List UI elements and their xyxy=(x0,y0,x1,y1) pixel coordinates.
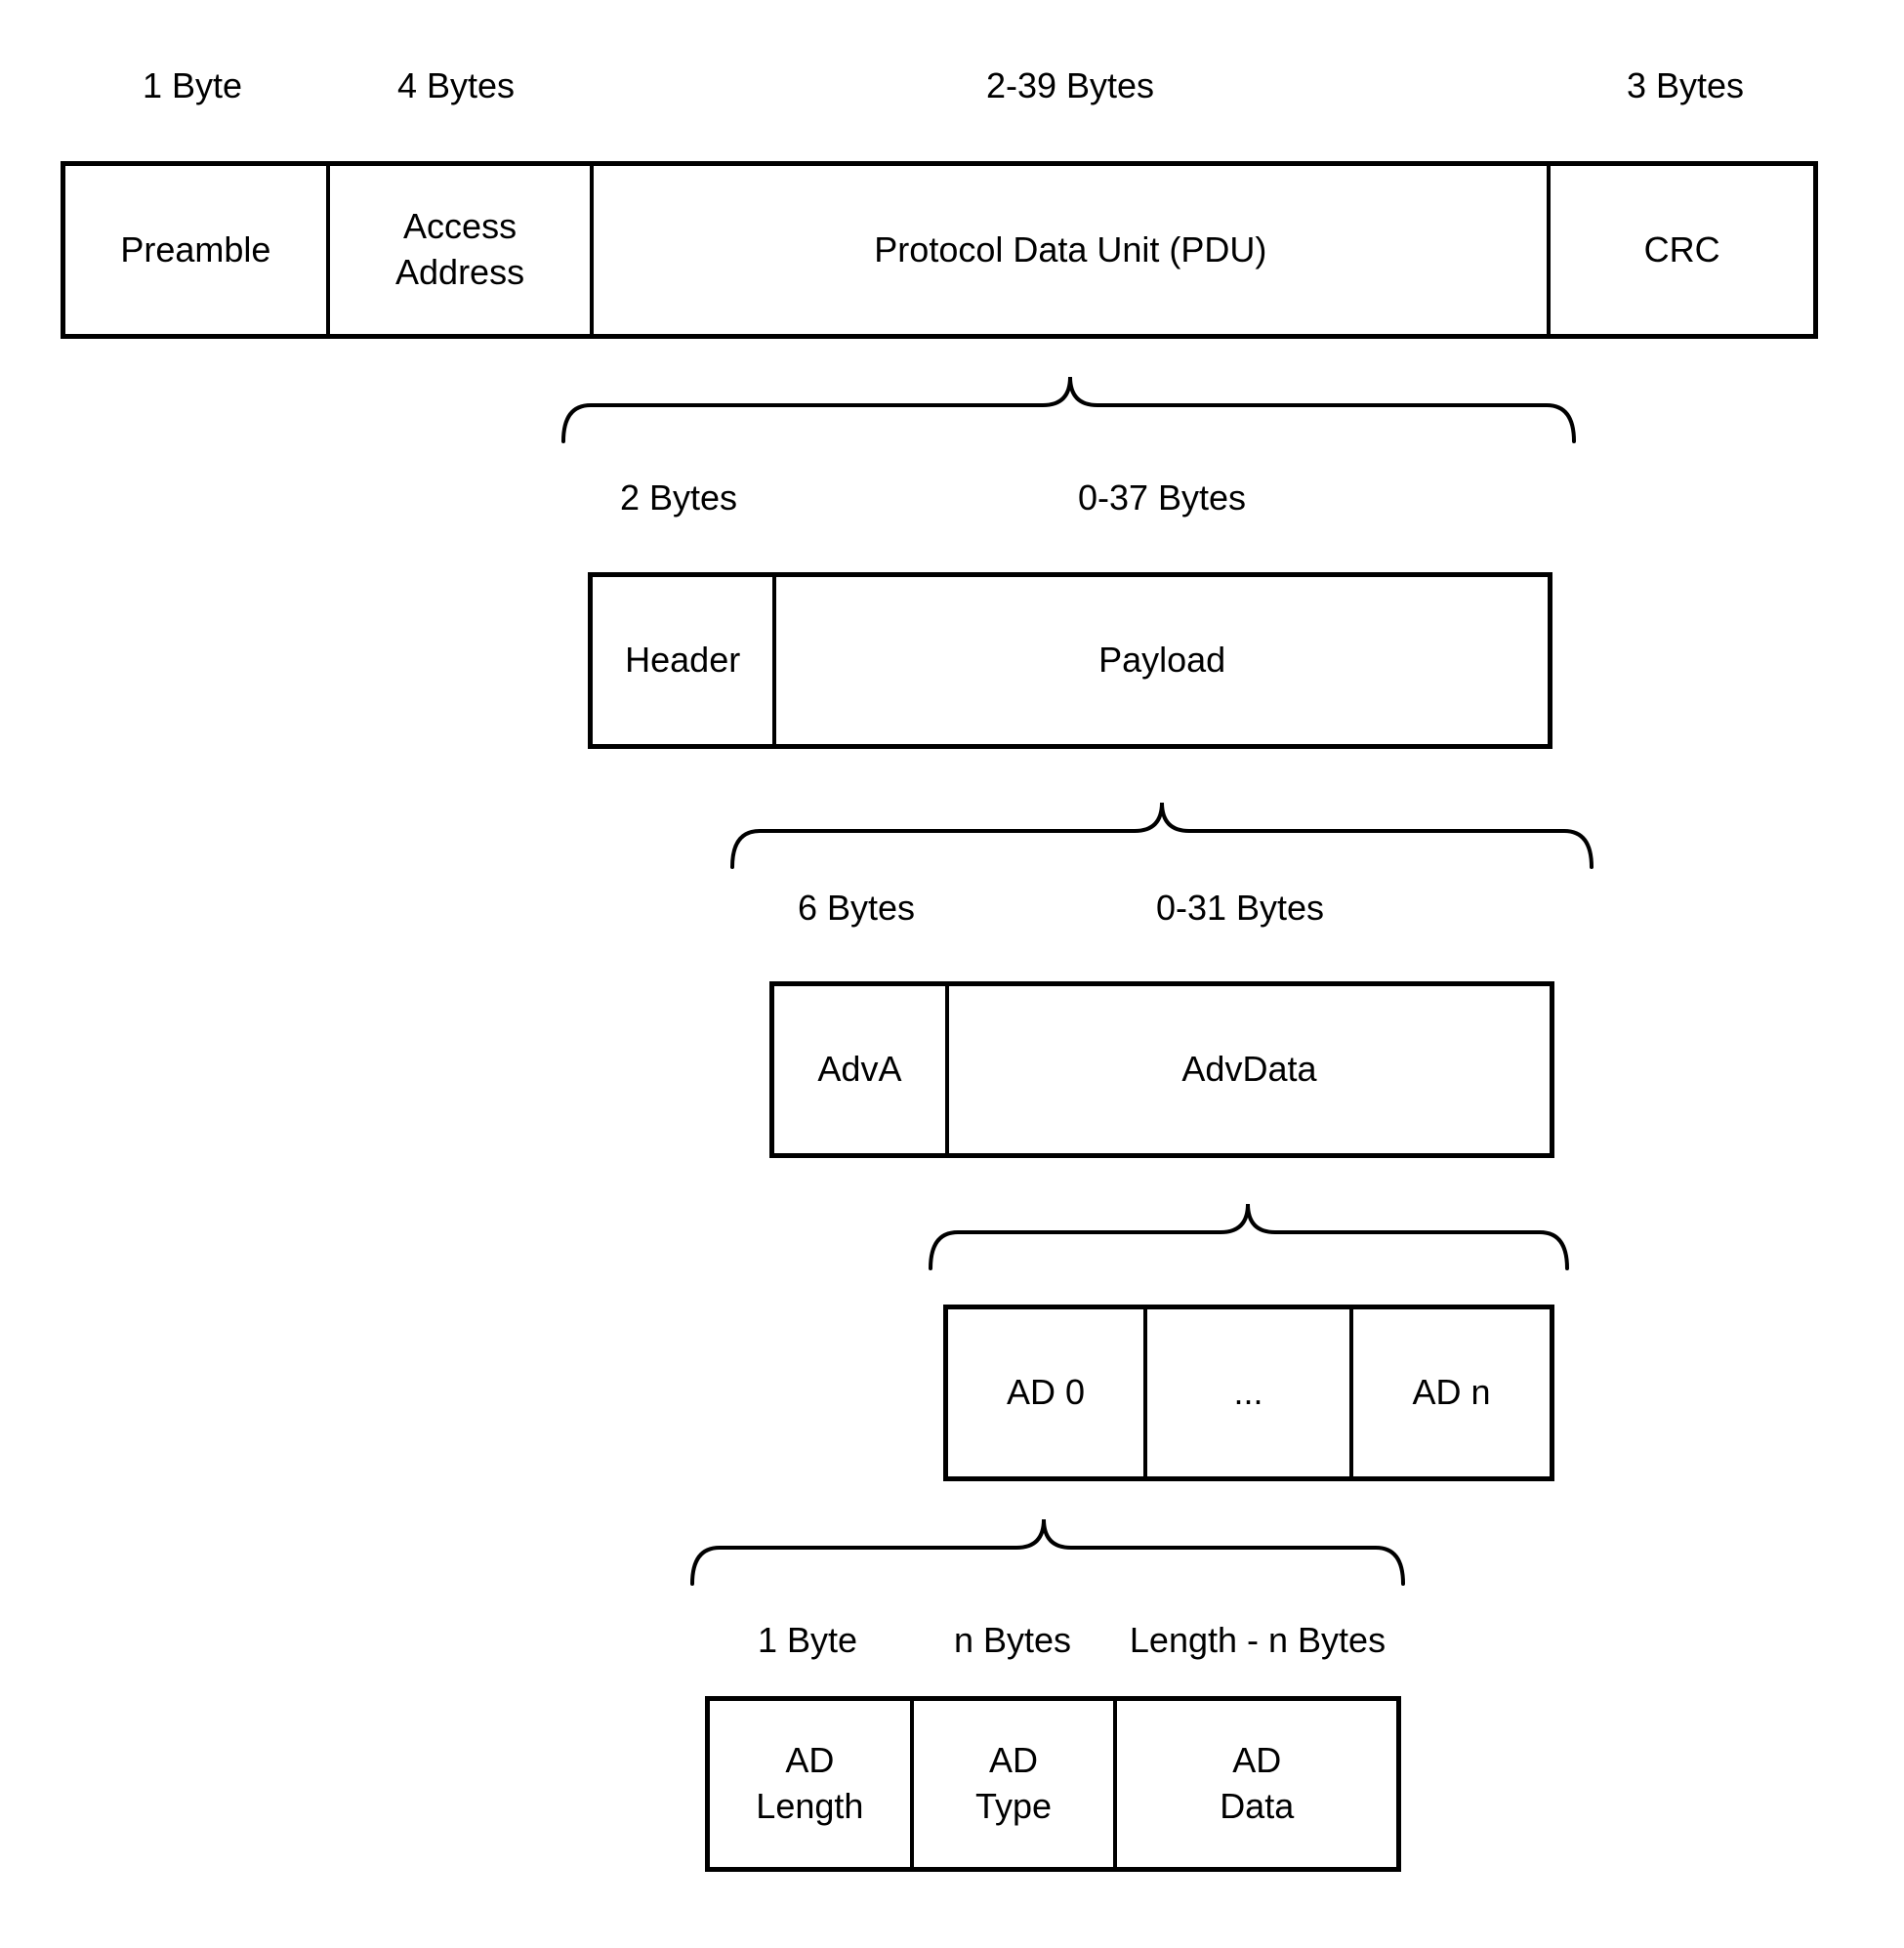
brace-advdata-expansion xyxy=(929,1203,1569,1270)
size-label-ad-data: Length - n Bytes xyxy=(1129,1620,1387,1660)
size-label-access-address: 4 Bytes xyxy=(396,65,516,105)
packet-cell-access-address: Access Address xyxy=(325,166,591,334)
brace-payload-expansion xyxy=(730,802,1594,869)
packet-cell-crc: CRC xyxy=(1547,166,1813,334)
ad-structure-row: AD Length AD Type AD Data xyxy=(705,1696,1401,1872)
brace-ad0-expansion xyxy=(690,1518,1405,1586)
advdata-cell-ellipsis: ... xyxy=(1143,1309,1349,1476)
payload-cell-advdata: AdvData xyxy=(944,986,1550,1153)
advdata-row: AD 0 ... AD n xyxy=(943,1305,1554,1481)
size-label-ad-length: 1 Byte xyxy=(757,1620,858,1660)
size-label-payload: 0-37 Bytes xyxy=(1077,477,1247,518)
pdu-row: Header Payload xyxy=(588,572,1552,749)
size-label-header: 2 Bytes xyxy=(619,477,738,518)
size-label-pdu: 2-39 Bytes xyxy=(985,65,1155,105)
size-label-adva: 6 Bytes xyxy=(797,888,916,928)
packet-cell-pdu: Protocol Data Unit (PDU) xyxy=(590,166,1547,334)
payload-cell-adva: AdvA xyxy=(817,1049,902,1090)
size-label-advdata: 0-31 Bytes xyxy=(1155,888,1325,928)
payload-row: AdvA AdvData xyxy=(769,981,1554,1158)
ad-cell-length: AD Length xyxy=(756,1740,864,1826)
pdu-cell-header: Header xyxy=(625,640,741,681)
pdu-cell-payload: Payload xyxy=(772,577,1548,744)
packet-row: Preamble Access Address Protocol Data Un… xyxy=(61,161,1818,339)
size-label-preamble: 1 Byte xyxy=(142,65,243,105)
ad-cell-data: AD Data xyxy=(1113,1701,1396,1867)
packet-cell-preamble: Preamble xyxy=(120,228,271,269)
advdata-cell-ad0: AD 0 xyxy=(1007,1372,1086,1413)
ad-cell-type: AD Type xyxy=(909,1701,1114,1867)
size-label-crc: 3 Bytes xyxy=(1626,65,1745,105)
advdata-cell-adn: AD n xyxy=(1348,1309,1550,1476)
brace-pdu-expansion xyxy=(561,376,1576,443)
size-label-ad-type: n Bytes xyxy=(953,1620,1072,1660)
